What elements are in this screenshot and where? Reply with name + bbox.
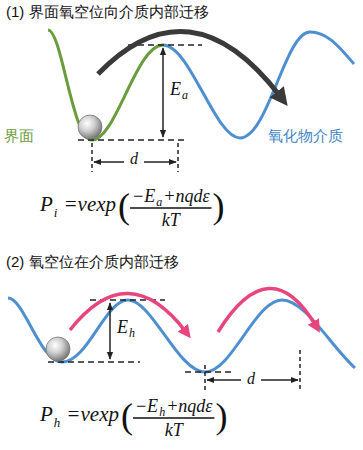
- interface-potential-curve: [48, 30, 163, 140]
- formula-numerator: −E: [132, 187, 155, 205]
- energy-subscript: a: [182, 89, 188, 101]
- dashed-marker: [299, 350, 301, 390]
- oxygen-vacancy-ball: [46, 337, 70, 361]
- dashed-marker: [91, 143, 93, 172]
- barrier-arrow: [109, 303, 111, 359]
- fraction-bar: [130, 207, 211, 208]
- formula-denominator: kT: [162, 211, 180, 229]
- formula-numerator: +nqdε: [163, 187, 209, 205]
- dashed-level: [78, 139, 185, 141]
- distance-label: d: [247, 371, 255, 387]
- formula-paren: (: [118, 188, 130, 224]
- section-heading: (2) 氧空位在介质内部迁移: [6, 254, 179, 269]
- fraction-bar: [133, 417, 214, 418]
- oxide-potential-curve: [163, 32, 354, 138]
- hop-arrow: [218, 288, 316, 332]
- distance-arrow: [144, 161, 176, 163]
- formula-text: =νexp: [66, 404, 119, 425]
- energy-subscript: h: [129, 327, 135, 339]
- formula-numerator: +nqdε: [166, 397, 212, 415]
- formula-paren: ): [213, 188, 225, 224]
- formula-denominator: kT: [165, 421, 183, 439]
- formula-subscript: a: [156, 196, 162, 208]
- distance-arrow: [261, 379, 298, 381]
- energy-symbol: E: [170, 80, 181, 98]
- migration-arrow: [98, 31, 280, 96]
- hop-arrow: [70, 293, 186, 332]
- formula-subscript: i: [54, 206, 58, 219]
- region-label: 界面: [4, 128, 34, 143]
- distance-arrow: [207, 379, 241, 381]
- region-label: 氧化物介质: [268, 128, 343, 143]
- formula-paren: (: [121, 398, 133, 434]
- formula-symbol: P: [40, 404, 53, 425]
- distance-label: d: [130, 151, 138, 167]
- oxygen-vacancy-ball: [78, 115, 102, 139]
- dashed-level: [48, 361, 140, 363]
- dashed-marker: [204, 365, 206, 390]
- distance-arrow: [94, 161, 124, 163]
- formula-subscript: h: [54, 416, 61, 429]
- dashed-level: [185, 371, 232, 373]
- energy-symbol: E: [117, 318, 128, 336]
- formula-subscript: h: [159, 406, 165, 418]
- section-heading: (1) 界面氧空位向介质内部迁移: [6, 4, 209, 19]
- formula-text: =νexp: [63, 194, 116, 215]
- barrier-arrow: [162, 48, 164, 137]
- formula-paren: ): [215, 398, 227, 434]
- formula-symbol: P: [40, 194, 53, 215]
- dashed-marker: [177, 143, 179, 172]
- formula-numerator: −E: [135, 397, 158, 415]
